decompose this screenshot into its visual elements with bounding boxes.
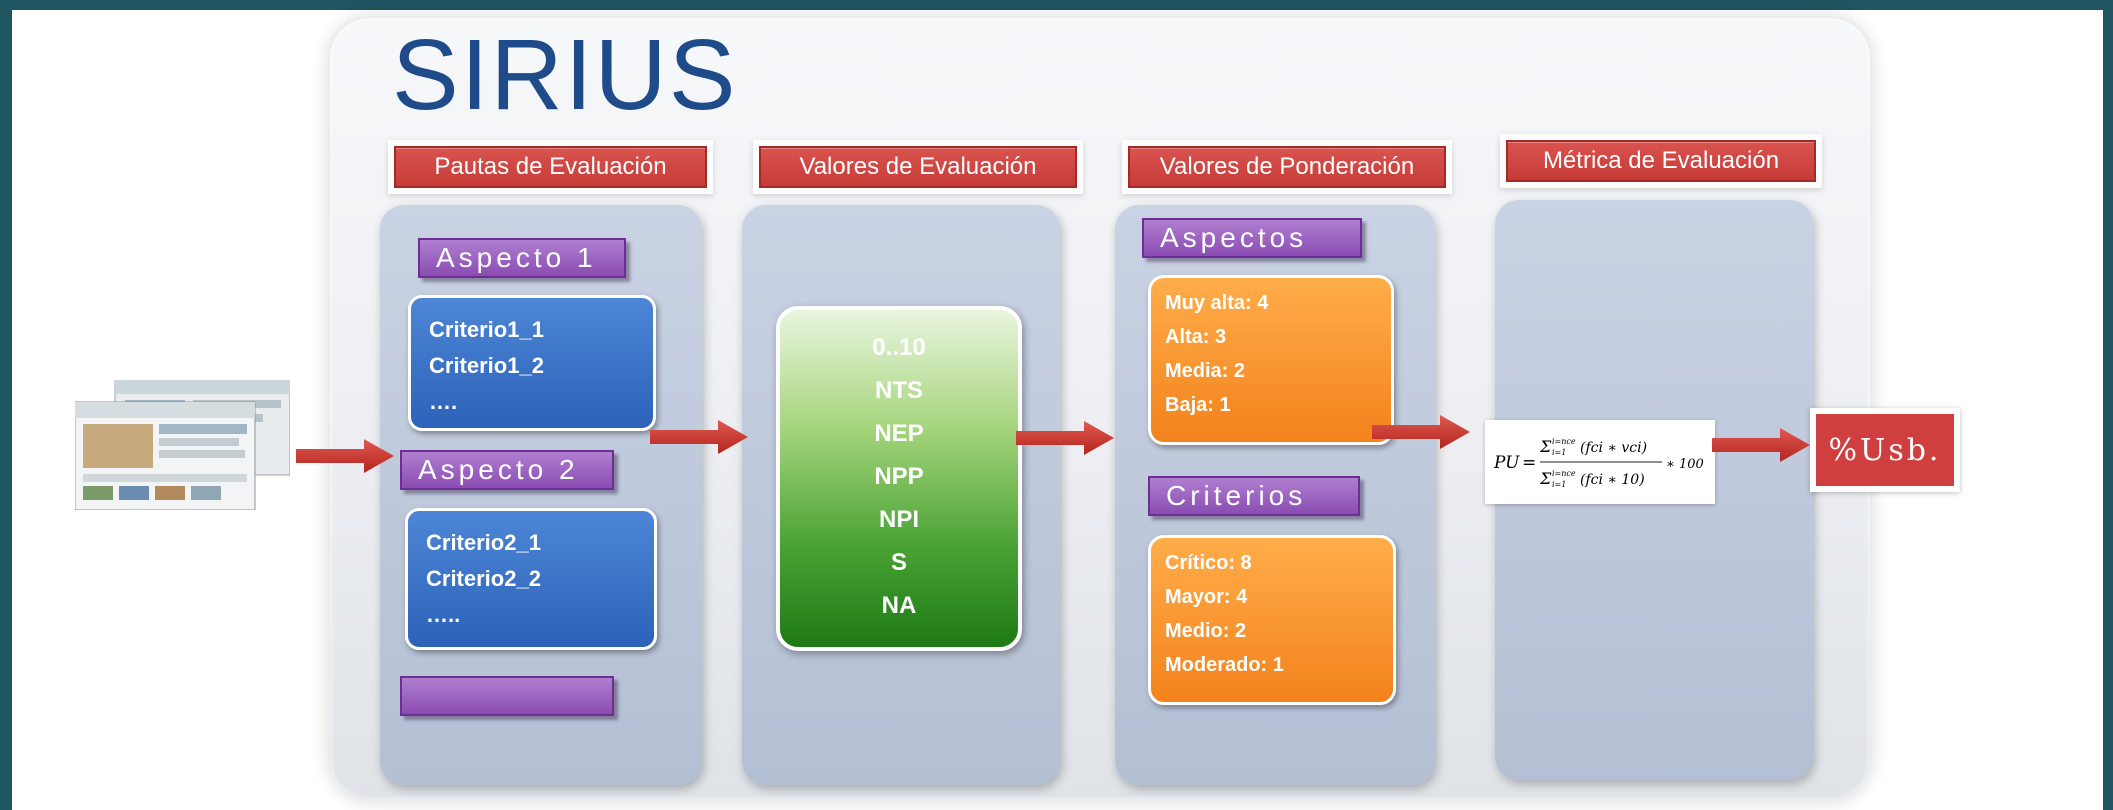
header-valores: Valores de Evaluación (753, 140, 1083, 194)
result-label: %Usb. (1816, 414, 1954, 486)
weight-item: Baja: 1 (1165, 394, 1231, 416)
valor-item: 0..10 (872, 334, 926, 361)
formula-lhs: PU (1493, 453, 1520, 473)
header-valores-label: Valores de Evaluación (759, 146, 1077, 188)
header-metrica-label: Métrica de Evaluación (1506, 140, 1816, 182)
valor-item: NPP (874, 463, 924, 490)
valor-item: NTS (875, 377, 923, 404)
aspectos-label: Aspectos (1142, 218, 1362, 258)
valor-item: NA (881, 592, 917, 619)
weight-item: Moderado: 1 (1165, 654, 1284, 676)
header-ponderacion: Valores de Ponderación (1122, 140, 1452, 194)
denominator-sup: i=nce (1552, 469, 1576, 478)
header-pautas-label: Pautas de Evaluación (394, 146, 707, 188)
header-pautas: Pautas de Evaluación (388, 140, 713, 194)
criterios-weights-box: Crítico: 8 Mayor: 4 Medio: 2 Moderado: 1 (1148, 535, 1396, 705)
weight-item: Muy alta: 4 (1165, 292, 1269, 314)
denominator-sub: i=1 (1552, 480, 1566, 489)
valor-item: NEP (874, 420, 924, 447)
arrow-right-icon (1016, 421, 1114, 455)
denominator-body: (fci ∗ 10) (1580, 472, 1645, 488)
arrow-right-icon (296, 439, 394, 473)
weight-item: Mayor: 4 (1165, 586, 1248, 608)
numerator-body: (fci ∗ vci) (1580, 440, 1647, 456)
usability-formula: PU = Σ i=nce i=1 (fci ∗ vci) Σ i=nce i=1… (1485, 420, 1715, 504)
weight-item: Crítico: 8 (1165, 552, 1252, 574)
aspectos-weights-box: Muy alta: 4 Alta: 3 Media: 2 Baja: 1 (1148, 275, 1394, 445)
criterios-aspecto-1-box: Criterio1_1 Criterio1_2 …. (408, 295, 656, 431)
weight-item: Medio: 2 (1165, 620, 1247, 642)
arrow-right-icon (1372, 415, 1470, 449)
criterios-aspecto-2-box: Criterio2_1 Criterio2_2 ….. (405, 508, 657, 650)
website-screenshot-icon (75, 380, 290, 510)
weight-item: Alta: 3 (1165, 326, 1227, 348)
header-metrica: Métrica de Evaluación (1500, 134, 1822, 188)
valor-item: S (890, 549, 907, 576)
numerator-sum: Σ (1539, 437, 1552, 456)
criterio-item: ….. (426, 602, 461, 627)
arrow-right-icon (650, 420, 748, 454)
criterio-item: …. (429, 389, 458, 414)
criterio-item: Criterio2_2 (426, 566, 541, 591)
aspecto-2-label: Aspecto 2 (400, 450, 614, 490)
criterio-item: Criterio1_1 (429, 317, 544, 342)
arrow-right-icon (1712, 428, 1810, 462)
criterios-label: Criterios (1148, 476, 1360, 516)
header-ponderacion-label: Valores de Ponderación (1128, 146, 1446, 188)
numerator-sub: i=1 (1552, 448, 1566, 457)
result-box: %Usb. (1810, 408, 1960, 492)
valores-evaluacion-box: 0..10 NTS NEP NPP NPI S NA (776, 306, 1022, 651)
formula-equals: = (1522, 453, 1536, 473)
numerator-sup: i=nce (1552, 437, 1576, 446)
valor-item: NPI (878, 506, 919, 533)
criterio-item: Criterio2_1 (426, 530, 541, 555)
aspecto-3-label (400, 676, 614, 716)
aspecto-1-label: Aspecto 1 (418, 238, 626, 278)
formula-factor: ∗ 100 (1666, 457, 1704, 472)
formula-svg: PU = Σ i=nce i=1 (fci ∗ vci) Σ i=nce i=1… (1493, 437, 1704, 489)
weight-item: Media: 2 (1165, 360, 1246, 382)
diagram-title: SIRIUS (392, 19, 738, 131)
criterio-item: Criterio1_2 (429, 353, 544, 378)
denominator-sum: Σ (1539, 469, 1552, 488)
